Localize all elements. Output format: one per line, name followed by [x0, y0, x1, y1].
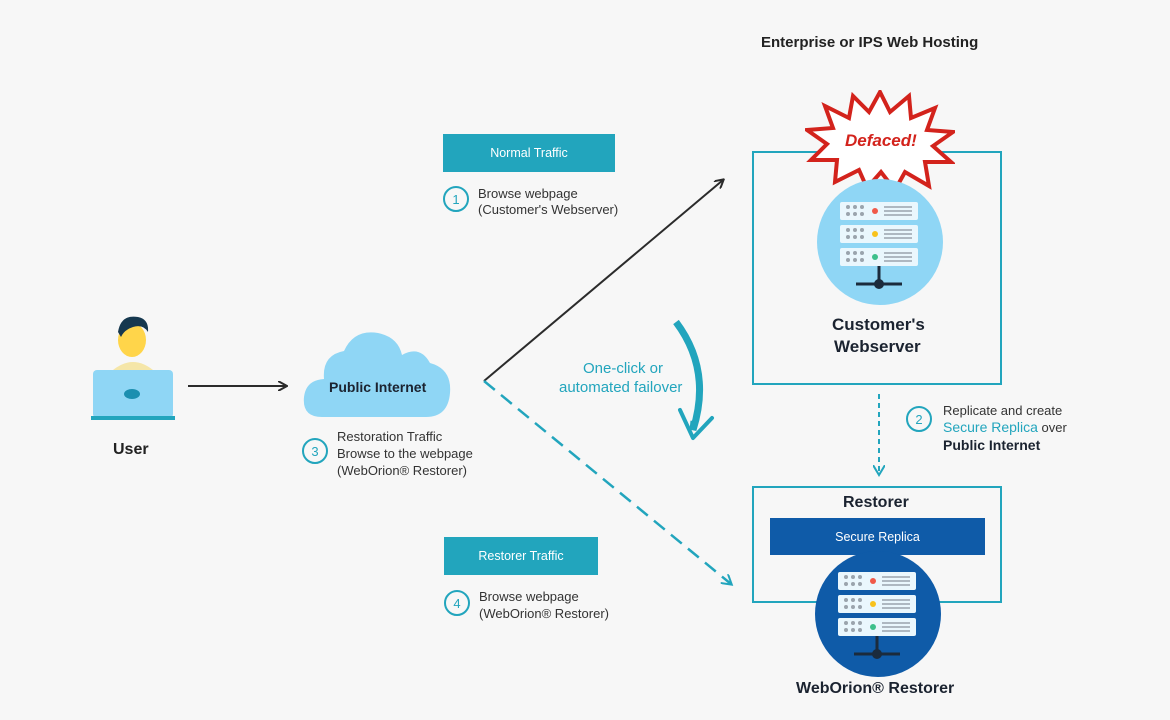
user-laptop-icon	[91, 316, 175, 420]
step-2-line2: Secure Replica over	[943, 419, 1067, 436]
restorer-traffic-badge: Restorer Traffic	[444, 537, 598, 575]
user-label: User	[113, 441, 149, 458]
step-2-line1: Replicate and create	[943, 403, 1063, 418]
step-3-line3: (WebOrion® Restorer)	[337, 463, 467, 478]
step-4-line1: Browse webpage	[479, 589, 579, 604]
normal-traffic-arrow	[483, 180, 723, 382]
defaced-label: Defaced!	[845, 131, 917, 150]
customer-server-icon	[817, 179, 943, 305]
restorer-product-label: WebOrion® Restorer	[796, 680, 955, 697]
failover-line1: One-click or	[583, 360, 664, 377]
step-2-badge: 2	[906, 406, 932, 432]
restorer-title: Restorer	[843, 494, 909, 511]
step-3-line2: Browse to the webpage	[337, 446, 473, 461]
failover-line2: automated failover	[559, 379, 683, 396]
step-2-line3: Public Internet	[943, 437, 1041, 453]
step-3-line1: Restoration Traffic	[337, 429, 443, 444]
defaced-burst-icon	[805, 90, 955, 190]
customer-webserver-line1: Customer's	[832, 315, 925, 334]
step-1-line1: Browse webpage	[478, 186, 578, 201]
failover-curve	[673, 319, 704, 432]
step-2-over: over	[1037, 420, 1067, 435]
cloud-label: Public Internet	[329, 379, 427, 395]
failover-arrowhead	[678, 408, 714, 440]
restorer-server-icon	[815, 551, 941, 677]
cloud-icon	[303, 332, 451, 417]
step-1-badge: 1	[443, 186, 469, 212]
step-2-secure-replica: Secure Replica	[943, 419, 1038, 435]
step-1-line2: (Customer's Webserver)	[478, 202, 619, 217]
hosting-title: Enterprise or IPS Web Hosting	[761, 34, 979, 51]
restorer-traffic-arrow	[483, 380, 731, 584]
step-4-badge: 4	[444, 590, 470, 616]
customer-webserver-line2: Webserver	[834, 337, 921, 356]
step-4-line2: (WebOrion® Restorer)	[479, 606, 609, 621]
secure-replica-bar: Secure Replica	[770, 518, 985, 555]
step-3-badge: 3	[302, 438, 328, 464]
normal-traffic-badge: Normal Traffic	[443, 134, 615, 172]
